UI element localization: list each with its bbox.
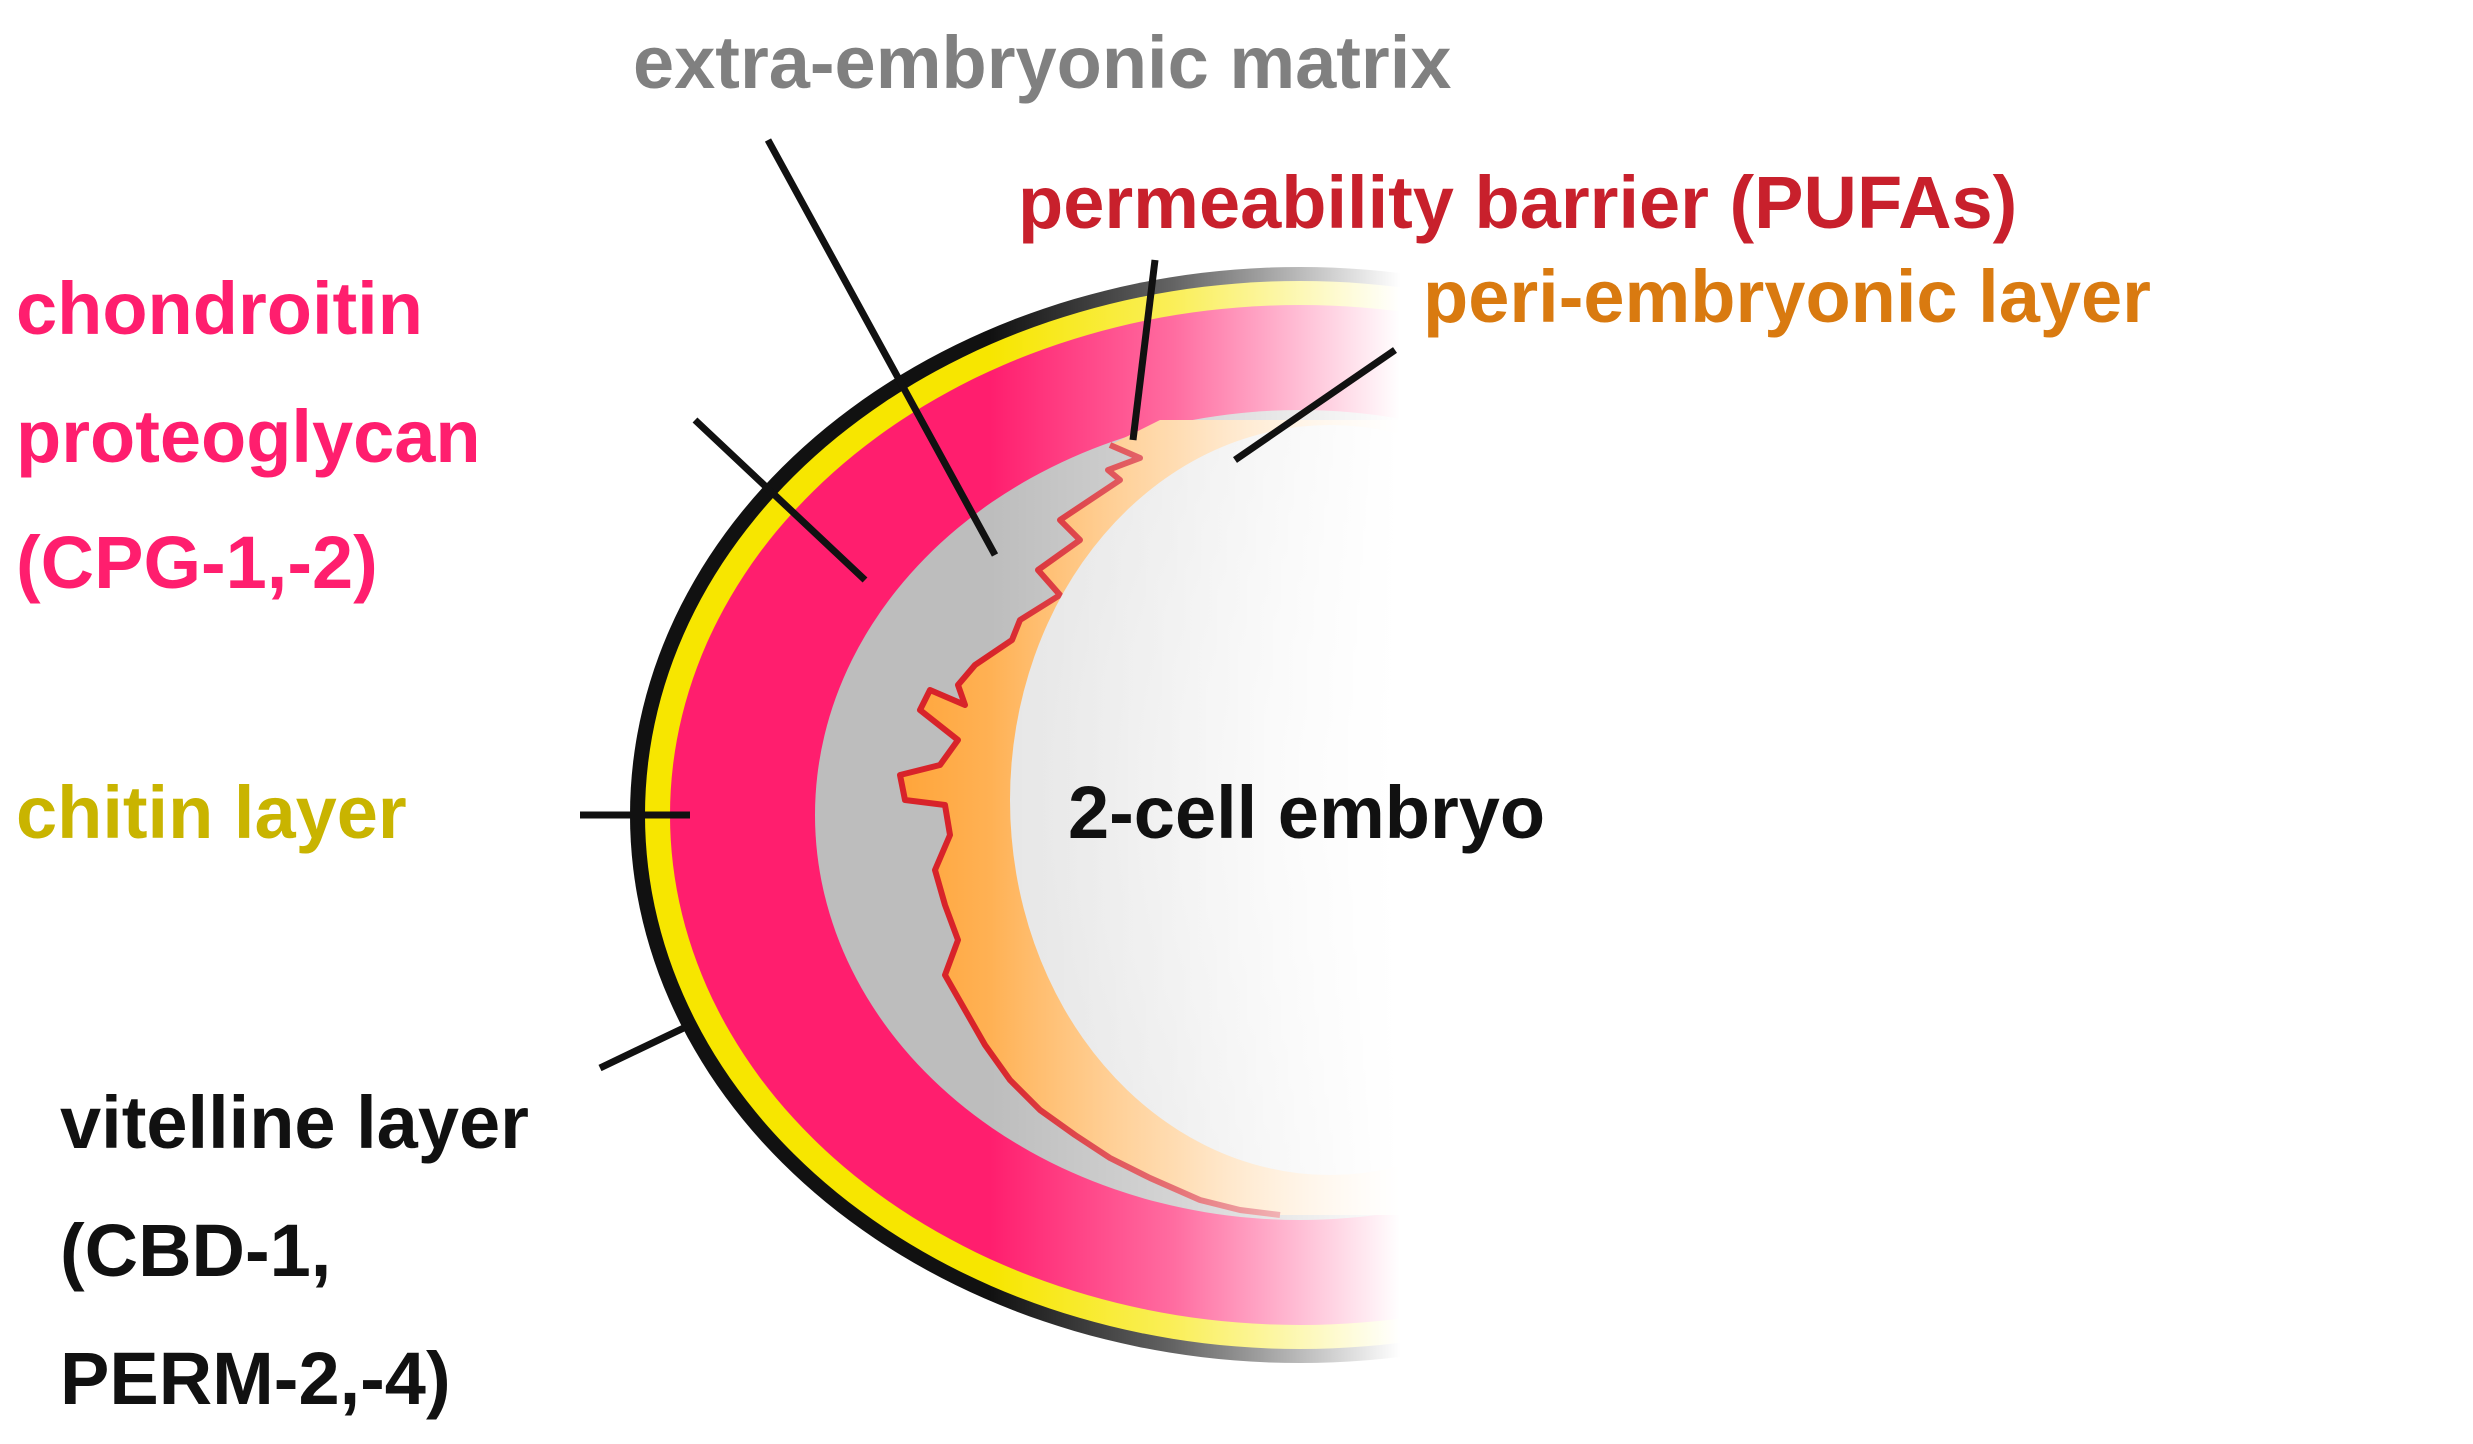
labels: extra-embryonic matrix permeability barr…: [16, 21, 2151, 1420]
leader-permeability-barrier: [1129, 259, 1159, 441]
leader-chondroitin: [692, 417, 868, 583]
leader-extra-embryonic-matrix: [764, 138, 999, 557]
label-vitelline-line-2: (CBD-1,: [60, 1209, 331, 1292]
label-chondroitin-line-3: (CPG-1,-2): [16, 521, 378, 604]
leader-vitelline-layer: [598, 1021, 692, 1072]
label-chitin-layer: chitin layer: [16, 771, 407, 854]
label-vitelline-line-1: vitelline layer: [60, 1081, 529, 1164]
leader-peri-embryonic-layer: [1233, 347, 1397, 463]
label-chondroitin-line-2: proteoglycan: [16, 395, 481, 478]
label-extra-embryonic-matrix: extra-embryonic matrix: [633, 21, 1451, 104]
label-embryo: 2-cell embryo: [1068, 771, 1545, 854]
label-vitelline-line-3: PERM-2,-4): [60, 1337, 451, 1420]
label-chondroitin-line-1: chondroitin: [16, 267, 423, 350]
label-peri-embryonic-layer: peri-embryonic layer: [1423, 255, 2151, 338]
fade-overlay: [990, 0, 1400, 1444]
label-permeability-barrier: permeability barrier (PUFAs): [1018, 161, 2017, 244]
leader-lines: [580, 138, 1397, 1072]
